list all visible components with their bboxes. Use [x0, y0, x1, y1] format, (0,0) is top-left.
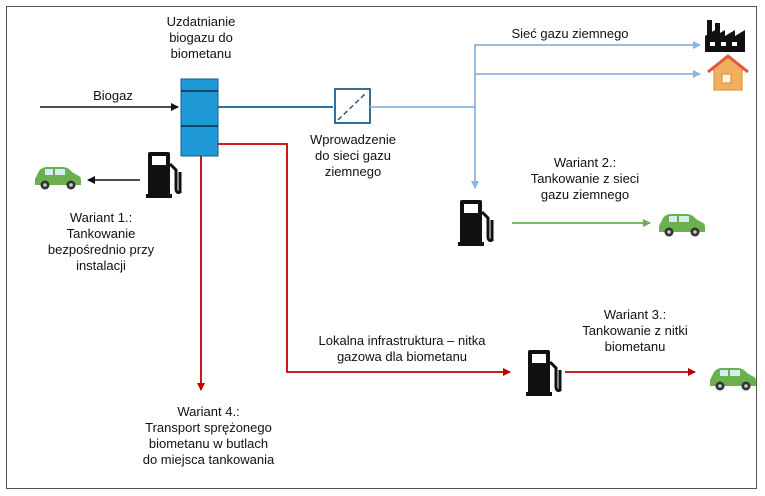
car-icon	[710, 368, 756, 391]
upgrading-unit	[180, 78, 219, 157]
car-icon	[659, 214, 705, 237]
grid-label: Sieć gazu ziemnego	[511, 26, 629, 41]
house-icon	[707, 54, 749, 91]
biogas-label: Biogaz	[93, 88, 133, 103]
fuel-pump-icon	[144, 150, 182, 200]
diagram-frame	[6, 6, 757, 489]
fuel-pump-icon	[524, 348, 562, 398]
gas-grid-lines	[370, 41, 701, 189]
biomethane-lines	[197, 143, 696, 391]
car-icon	[35, 167, 81, 190]
grid-injection-valve-icon	[334, 88, 371, 124]
fuel-pump-icon	[456, 198, 494, 248]
factory-icon	[705, 20, 745, 52]
